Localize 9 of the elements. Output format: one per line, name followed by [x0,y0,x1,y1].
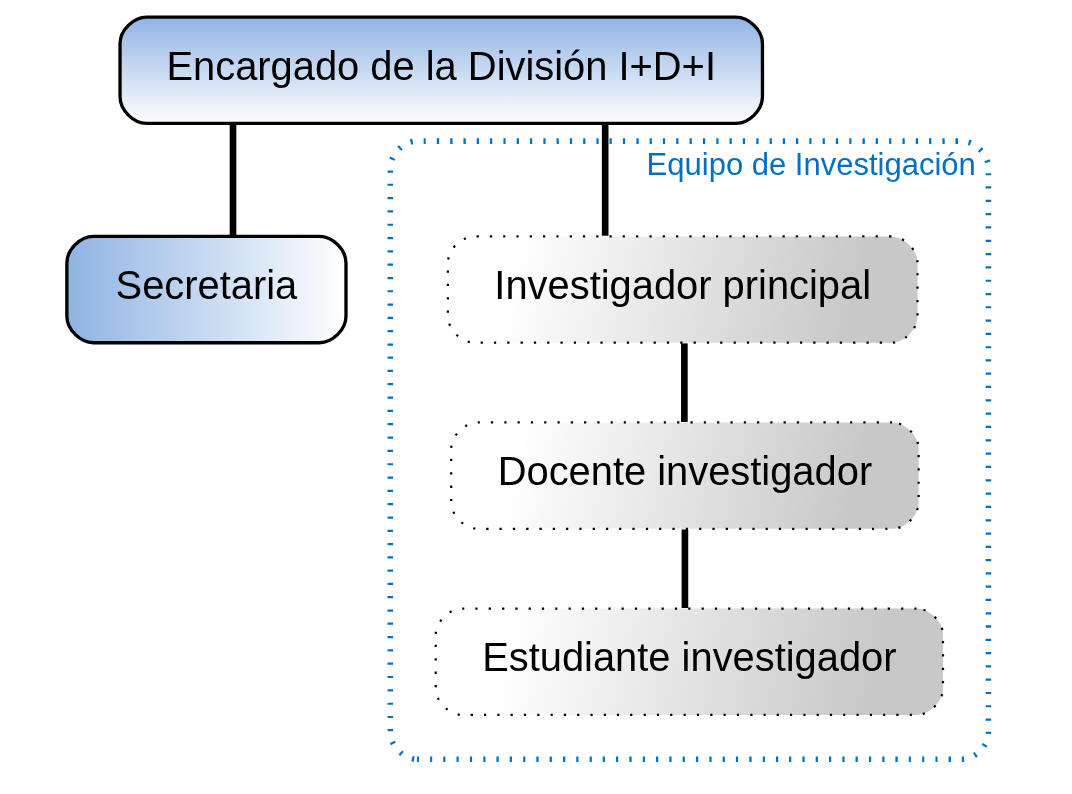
node-box: Secretaria [64,234,348,345]
node-box: Estudiante investigador [434,607,944,716]
node-box: Investigador principal [446,235,919,344]
node-box: Docente investigador [449,421,920,530]
connector [680,343,688,422]
connector [681,529,688,609]
connector [601,123,608,236]
connector [229,123,236,236]
node-box: Encargado de la División I+D+I [117,15,764,126]
